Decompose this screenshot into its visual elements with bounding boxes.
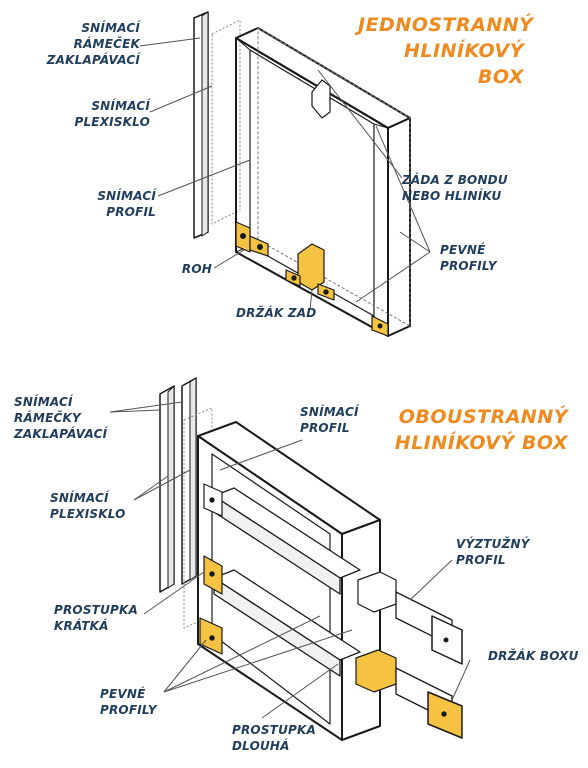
label-back-holder: DRŽÁK ZAD	[236, 306, 317, 320]
plexiglass-top	[211, 19, 241, 225]
title-single-sided: JEDNOSTRANNÝ HLINÍKOVÝ BOX	[358, 14, 534, 88]
label-snap-frame: SNÍMACÍ RÁMEČEK ZAKLAPÁVACÍ	[46, 21, 140, 67]
label-cross-long: PROSTUPKA DLOUHÁ	[232, 723, 316, 753]
box-body-bottom	[197, 421, 381, 741]
stiffening-profile	[357, 571, 463, 665]
short-crossbar-brackets	[199, 483, 223, 655]
leader-lines-top	[139, 37, 431, 311]
label-fixed-profiles-bottom: PEVNÉ PROFILY	[100, 687, 157, 717]
label-box-holder: DRŽÁK BOXU	[488, 649, 579, 663]
snap-frames-bottom	[159, 377, 197, 593]
label-plexiglass-bottom: SNÍMACÍ PLEXISKLO	[50, 491, 126, 521]
corner-bracket-top	[235, 221, 269, 257]
label-plexiglass-top: SNÍMACÍ PLEXISKLO	[74, 99, 150, 129]
snap-frame-top	[193, 11, 209, 239]
box-body-top	[235, 27, 411, 337]
label-profile-top: SNÍMACÍ PROFIL	[97, 189, 156, 219]
label-corner: ROH	[181, 262, 212, 276]
leader-lines-bottom	[109, 401, 471, 719]
title-double-sided: OBOUSTRANNÝ HLINÍKOVÝ BOX	[394, 406, 568, 454]
label-stiffening-profile: VÝZTUŽNÝ PROFIL	[456, 537, 530, 567]
single-sided-box	[193, 11, 411, 337]
plexiglass-bottom	[183, 407, 213, 629]
label-snap-frames: SNÍMACÍ RÁMEČKY ZAKLAPÁVACÍ	[14, 395, 108, 441]
label-fixed-profiles-top: PEVNÉ PROFILY	[440, 243, 497, 273]
back-holder-top	[285, 243, 335, 301]
corner-bracket-bottom-right	[371, 315, 389, 337]
box-holder	[355, 649, 463, 739]
double-sided-box	[159, 377, 463, 741]
label-profile-bottom: SNÍMACÍ PROFIL	[300, 405, 359, 435]
label-back-panel: ZÁDA Z BONDU NEBO HLINÍKU	[402, 173, 508, 203]
label-cross-short: PROSTUPKA KRÁTKÁ	[54, 603, 138, 633]
